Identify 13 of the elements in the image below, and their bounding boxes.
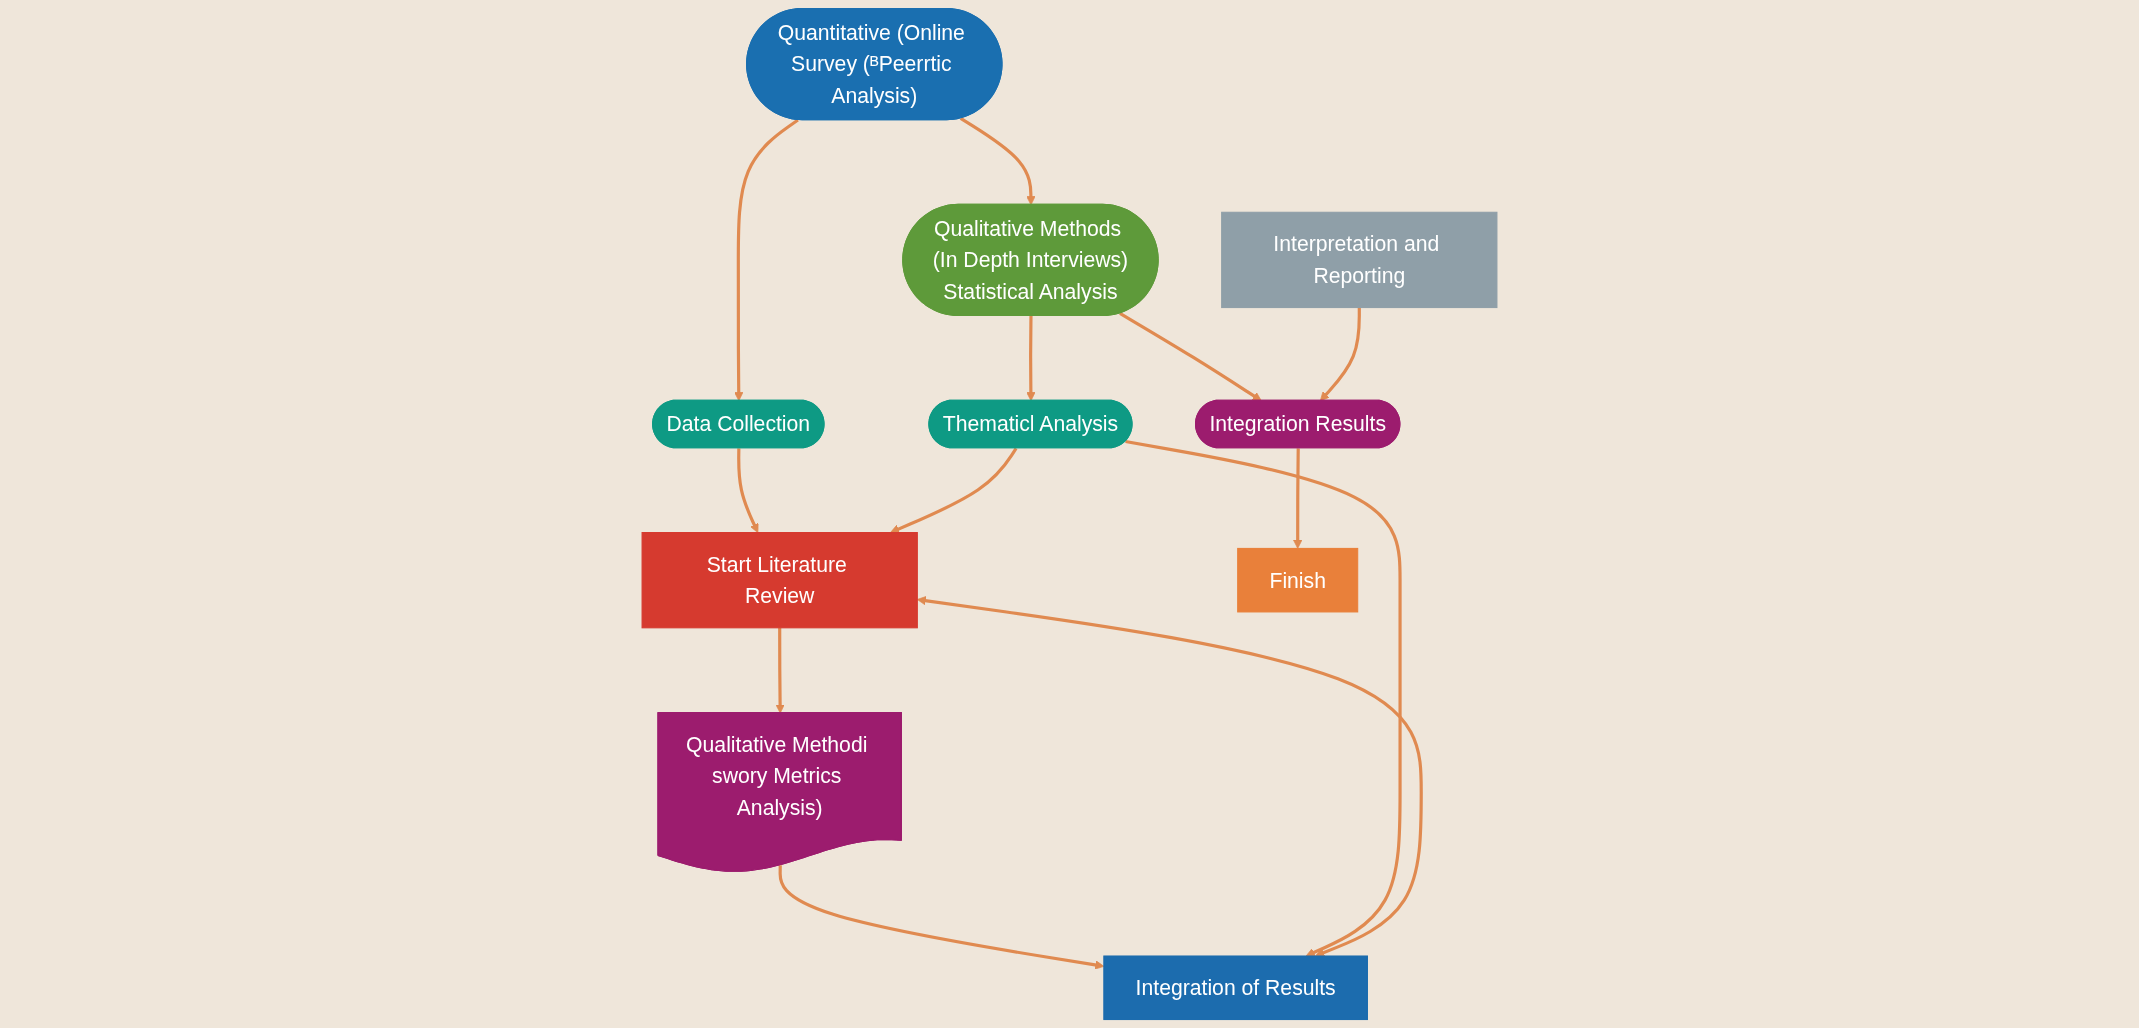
- node-box: Interpretation and Reporting: [1221, 211, 1498, 309]
- node-box: Finish: [1237, 547, 1359, 613]
- arrow: [1293, 448, 1303, 549]
- arrow: [1320, 307, 1361, 402]
- arrow: [737, 448, 759, 533]
- arrow: [734, 118, 799, 402]
- arrow: [1125, 439, 1402, 957]
- node-box: Start Literature Review: [641, 532, 918, 629]
- node-box: Integration of Results: [1103, 955, 1368, 1021]
- arrow: [1119, 312, 1262, 402]
- arrow: [959, 117, 1036, 206]
- arrow: [890, 447, 1018, 534]
- arrow: [1026, 316, 1036, 402]
